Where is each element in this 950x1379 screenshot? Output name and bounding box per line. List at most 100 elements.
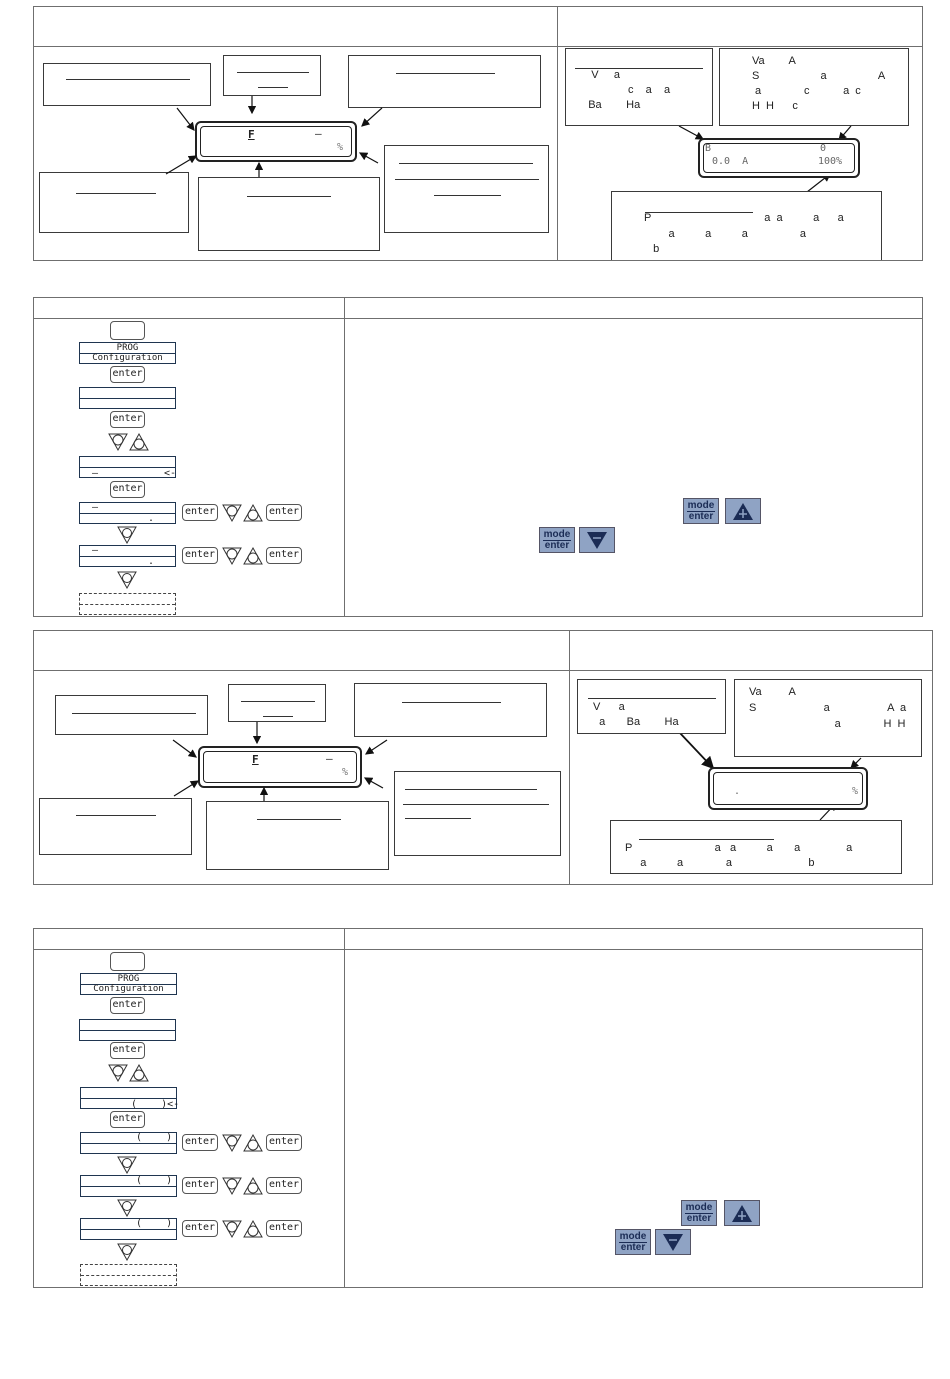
enter-key[interactable]: enter (110, 997, 145, 1014)
panel-4-header-divider (33, 949, 923, 950)
screen-placeholder (80, 1264, 177, 1286)
enter-key[interactable]: enter (182, 1134, 218, 1151)
screen-dot: . (148, 556, 155, 567)
callout-text: P a a a a a (625, 842, 853, 854)
down-up-keys[interactable] (108, 432, 150, 452)
down-up-keys[interactable] (222, 1176, 264, 1196)
enter-key[interactable]: enter (182, 547, 218, 564)
enter-key[interactable]: enter (110, 366, 145, 383)
screen-step: – . (79, 502, 176, 524)
screen-dash: – (92, 502, 99, 513)
up-arrow-button[interactable] (724, 1200, 760, 1226)
screen-paren: ( ) (136, 1218, 173, 1229)
callout-box-right-right: Va A S a A a a H H (734, 679, 922, 757)
enter-key[interactable]: enter (110, 1111, 145, 1128)
lcd-display: F – % (198, 746, 362, 788)
screen-paren-arrow: ( )<- (131, 1099, 180, 1110)
blank-key[interactable] (110, 321, 145, 340)
screen-step: ( ) (80, 1132, 177, 1154)
callout-text: H H c (752, 100, 798, 112)
callout-box-top-right (354, 683, 547, 737)
lcd-letter: F (252, 753, 259, 766)
down-arrow-button[interactable] (579, 527, 615, 553)
lcd-display: F – % (195, 121, 357, 162)
callout-text: a a a a (644, 228, 806, 240)
screen-paren: ( ) (136, 1132, 173, 1143)
down-key[interactable] (117, 1156, 137, 1174)
callout-box-right-left: V a a a Ba Ha (577, 679, 741, 734)
callout-box-bottom-center (206, 801, 389, 870)
callout-text: a Ba Ha (593, 716, 679, 728)
screen-dot: . (148, 513, 155, 524)
screen-step: ( )<- (80, 1087, 180, 1110)
down-key[interactable] (117, 526, 137, 544)
callout-text: c a a (576, 84, 671, 96)
callout-box-mid-left (39, 798, 192, 855)
callout-box-mid-right (394, 771, 561, 856)
screen-prog-configuration: PROG Configuration (80, 973, 177, 995)
enter-key[interactable]: enter (182, 1177, 218, 1194)
callout-box-top-right (348, 55, 541, 108)
screen-step: ( ) (80, 1218, 177, 1240)
panel-2-column-divider (344, 297, 345, 617)
lcd-letter: F (248, 128, 255, 141)
callout-text: S a A (752, 70, 886, 82)
blank-key[interactable] (110, 952, 145, 971)
enter-key[interactable]: enter (266, 1220, 302, 1237)
down-up-keys[interactable] (222, 1219, 264, 1239)
lcd-percent: % (342, 767, 349, 778)
enter-key[interactable]: enter (266, 1134, 302, 1151)
callout-text: a a a b (625, 857, 815, 869)
down-arrow-button[interactable] (655, 1229, 691, 1255)
enter-key[interactable]: enter (110, 1042, 145, 1059)
down-key[interactable] (117, 571, 137, 589)
enter-key[interactable]: enter (182, 1220, 218, 1237)
down-key[interactable] (117, 1243, 137, 1261)
enter-key[interactable]: enter (266, 547, 302, 564)
down-up-keys[interactable] (222, 503, 264, 523)
screen-step: – . (79, 545, 176, 567)
callout-text: a H H (749, 718, 906, 730)
callout-box-top-left (43, 63, 211, 106)
lcd-dash: – (326, 752, 333, 765)
enter-key[interactable]: enter (266, 1177, 302, 1194)
enter-key[interactable]: enter (182, 504, 218, 521)
lcd-display-status: B 0 0.0 A 100% (698, 138, 860, 178)
down-key[interactable] (117, 1199, 137, 1217)
callout-text: S a A a (749, 702, 907, 714)
callout-text: Va A (749, 686, 796, 698)
screen-arrow: <- (164, 468, 177, 479)
callout-text: Ba Ha (576, 99, 641, 111)
panel-3-column-divider (569, 630, 570, 885)
up-arrow-button[interactable] (725, 498, 761, 524)
callout-text: V a (576, 69, 621, 81)
lcd-row1-right: 0 (820, 143, 827, 154)
panel-3-header-divider (33, 670, 933, 671)
enter-key[interactable]: enter (110, 481, 145, 498)
down-up-keys[interactable] (222, 546, 264, 566)
enter-key[interactable]: enter (110, 411, 145, 428)
screen-step: ( ) (80, 1175, 177, 1197)
callout-box-mid-left (39, 172, 189, 233)
panel-1-header-divider (33, 46, 923, 47)
callout-text: a c a c (752, 85, 861, 97)
screen-step (79, 387, 176, 409)
down-up-keys[interactable] (108, 1063, 150, 1083)
panel-1 (33, 6, 923, 261)
panel-4-column-divider (344, 928, 345, 1288)
callout-box-top-center (228, 684, 326, 722)
enter-key[interactable]: enter (266, 504, 302, 521)
callout-box-right-right: Va A S a A a c a c H H c (719, 48, 909, 126)
down-up-keys[interactable] (222, 1133, 264, 1153)
screen-step: – <- (79, 456, 177, 479)
lcd-percent: % (852, 786, 859, 797)
callout-box-right-bottom: P a a a a a a a a b (610, 820, 902, 874)
panel-1-column-divider (557, 6, 558, 261)
lcd-dash: – (315, 127, 322, 140)
screen-dash: – (92, 468, 99, 479)
callout-box-mid-right (384, 145, 549, 233)
